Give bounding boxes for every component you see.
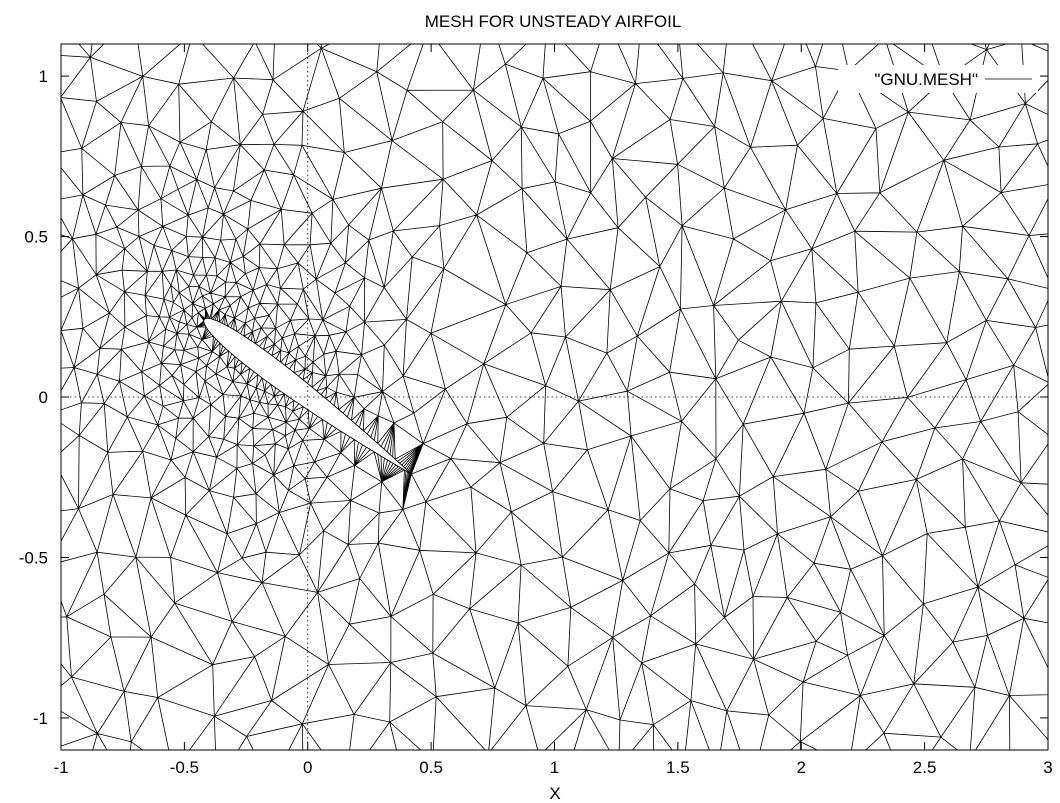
x-tick-label: 0: [303, 758, 312, 777]
x-tick-label: 3: [1043, 758, 1052, 777]
x-tick-label: 1.5: [666, 758, 690, 777]
legend-label: "GNU.MESH": [874, 70, 978, 89]
x-tick-label: -0.5: [170, 758, 199, 777]
zero-axes: [61, 44, 1048, 750]
chart-title: MESH FOR UNSTEADY AIRFOIL: [425, 12, 682, 31]
x-tick-label: 0.5: [419, 758, 443, 777]
x-tick-label: 2: [797, 758, 806, 777]
x-tick-label: 2.5: [913, 758, 937, 777]
x-tick-label: 1: [550, 758, 559, 777]
plot-frame: [60, 43, 1049, 751]
mesh-triangles: [61, 44, 1048, 750]
y-tick-label: -1: [33, 709, 48, 728]
x-axis-ticks: -1 -0.5 0 0.5 1 1.5 2 2.5 3: [53, 44, 1053, 777]
mesh-series: [61, 44, 1048, 750]
x-axis-label: X: [549, 784, 560, 803]
y-tick-label: 0.5: [24, 228, 48, 247]
x-tick-label: -1: [53, 758, 68, 777]
y-axis-ticks: 1 0.5 0 -0.5 -1: [19, 67, 1048, 728]
y-tick-label: -0.5: [19, 548, 48, 567]
y-tick-label: 1: [39, 67, 48, 86]
y-tick-label: 0: [39, 388, 48, 407]
legend: "GNU.MESH": [838, 65, 1038, 93]
